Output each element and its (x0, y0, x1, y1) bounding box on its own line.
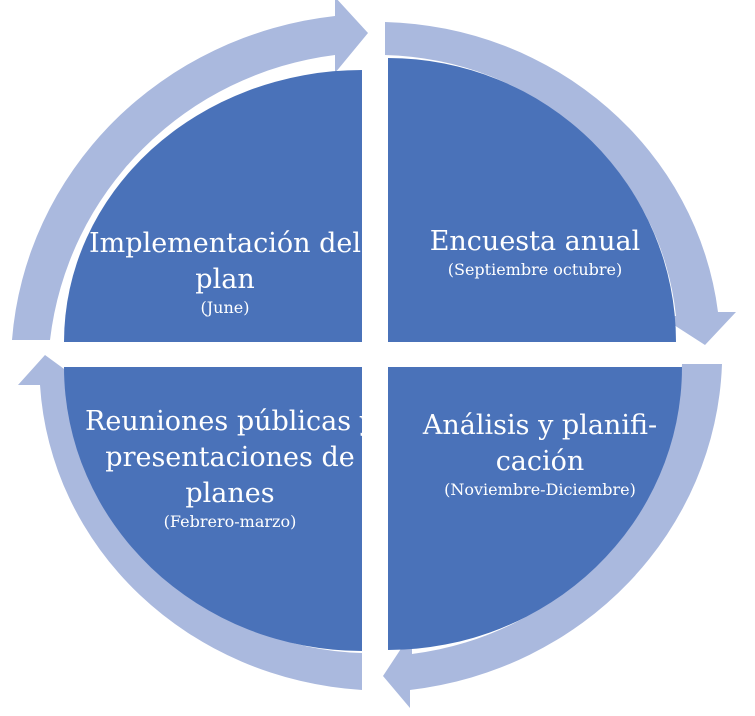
quadrant-subtitle: (Septiembre octubre) (447, 259, 623, 279)
quadrant-label-top-left: Implementación del plan (June) (80, 226, 370, 317)
quadrant-subtitle: (Noviembre-Diciembre) (444, 479, 636, 499)
quadrant-top-left (64, 70, 362, 342)
quadrant-title: Encuesta anual (429, 226, 641, 257)
quadrant-title: Reuniones públicas y presentaciones de p… (85, 406, 375, 509)
quadrant-top-right (388, 58, 676, 342)
arc-arrow-bottom-left (18, 355, 362, 690)
quadrant-title: Análisis y planifi-cación (422, 410, 658, 477)
quadrant-title: Implementación del plan (89, 228, 361, 295)
quadrant-bottom-left (64, 367, 362, 651)
quadrant-label-bottom-left: Reuniones públicas y presentaciones de p… (80, 404, 380, 531)
arc-arrow-bottom-right (383, 364, 722, 708)
quadrant-label-bottom-right: Análisis y planifi-cación (Noviembre-Dic… (395, 408, 685, 499)
arc-arrow-top-right (385, 22, 736, 345)
quadrant-label-top-right: Encuesta anual (Septiembre octubre) (395, 224, 675, 279)
quadrant-subtitle: (Febrero-marzo) (163, 511, 297, 531)
quadrant-bottom-right (388, 367, 682, 650)
quadrant-subtitle: (June) (200, 297, 250, 317)
arc-arrow-top-left (12, 0, 368, 340)
